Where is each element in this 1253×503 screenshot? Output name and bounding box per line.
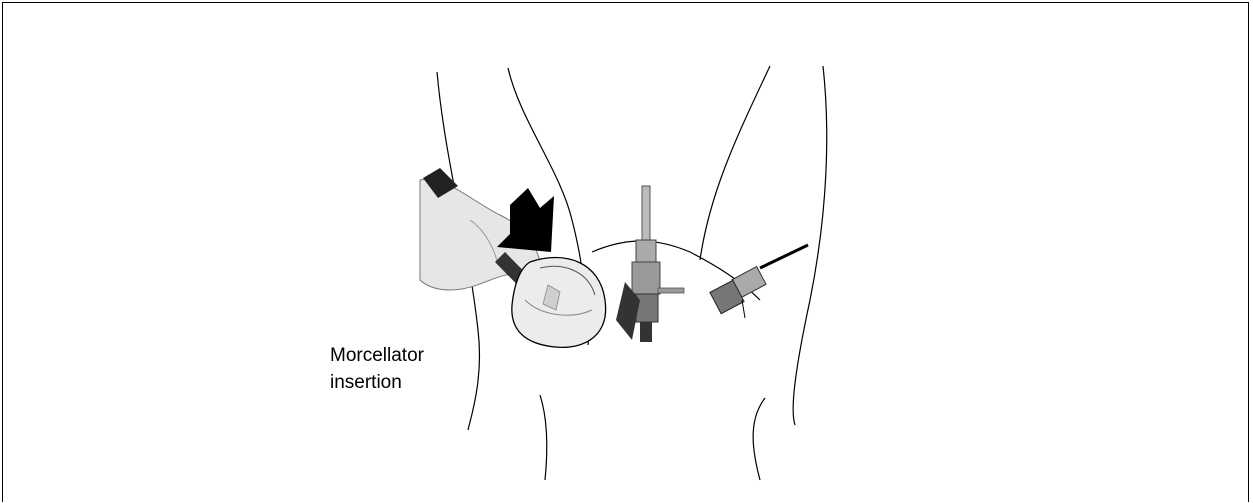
central-trocar bbox=[616, 186, 684, 342]
right-trocar bbox=[710, 245, 808, 318]
caption-line-2: insertion bbox=[330, 369, 424, 396]
specimen-bag bbox=[512, 258, 606, 348]
figure-caption: Morcellator insertion bbox=[330, 342, 424, 396]
caption-line-1: Morcellator bbox=[330, 342, 424, 369]
